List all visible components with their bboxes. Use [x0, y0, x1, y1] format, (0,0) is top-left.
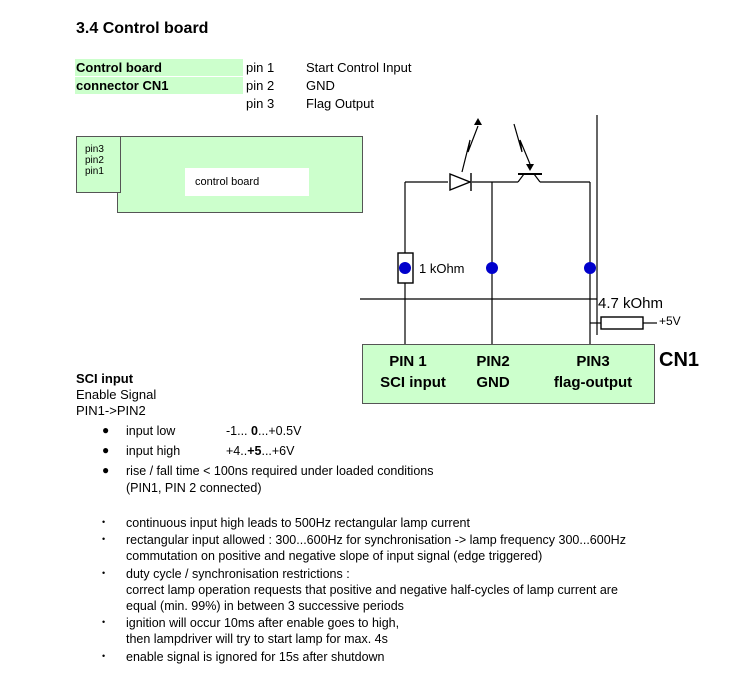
pin-label: pin3	[85, 144, 104, 155]
connector-label-line1: Control board	[75, 59, 243, 76]
note-text: rectangular input allowed : 300...600Hz …	[126, 533, 626, 547]
note-text: duty cycle / synchronisation restriction…	[126, 567, 350, 581]
resistor-4k7-label: 4.7 kOhm	[598, 295, 664, 312]
node-dot	[486, 262, 498, 274]
note-text: commutation on positive and negative slo…	[126, 549, 543, 563]
table-row: connector CN1 pin 2 GND	[75, 77, 455, 95]
bullet: •	[102, 651, 106, 661]
bullet: ●	[102, 443, 110, 457]
bullet: •	[102, 568, 106, 578]
bullet: ●	[102, 423, 110, 437]
table-row: Control board pin 1 Start Control Input	[75, 59, 455, 77]
resistor-1k-label: 1 kOhm	[419, 261, 465, 276]
pin-number: pin 2	[246, 78, 275, 93]
pin-function: Start Control Input	[306, 60, 412, 75]
rise-fall-line2: (PIN1, PIN 2 connected)	[126, 481, 262, 495]
pin-number: pin 1	[246, 60, 275, 75]
level-label: input high	[126, 444, 181, 458]
arrow-head	[474, 118, 482, 125]
note-text: then lampdriver will try to start lamp f…	[126, 632, 388, 646]
node-dot	[584, 262, 596, 274]
pin1-function: SCI input	[380, 374, 446, 391]
bullet: •	[102, 534, 106, 544]
transistor-emitter	[533, 173, 541, 183]
note-text: continuous input high leads to 500Hz rec…	[126, 516, 470, 530]
pin2-function: GND	[476, 374, 510, 391]
note-text: correct lamp operation requests that pos…	[126, 583, 618, 597]
sci-line1: Enable Signal	[76, 387, 157, 402]
pin1-name: PIN 1	[389, 353, 427, 370]
level-label: input low	[126, 424, 176, 438]
note-text: enable signal is ignored for 15s after s…	[126, 650, 385, 664]
transistor-collector	[517, 173, 525, 183]
connector-name: CN1	[659, 349, 700, 371]
pin-function: Flag Output	[306, 96, 374, 111]
note-text: equal (min. 99%) in between 3 successive…	[126, 599, 404, 613]
level-value: +4..+5...+6V	[226, 444, 295, 458]
bullet: ●	[102, 463, 110, 477]
pin-label: pin1	[85, 166, 104, 177]
pin2-name: PIN2	[476, 353, 510, 370]
bullet: •	[102, 617, 106, 627]
pin-number: pin 3	[246, 96, 275, 111]
bullet: •	[102, 517, 106, 527]
connector-cn1: PIN 1 SCI input PIN2 GND PIN3 flag-outpu…	[362, 344, 655, 404]
pin3-function: flag-output	[553, 374, 633, 391]
light-arrow	[513, 123, 531, 165]
table-row: pin 3 Flag Output	[75, 95, 455, 113]
board-label: control board	[185, 168, 309, 196]
pin3-name: PIN3	[576, 353, 610, 370]
resistor-4k7	[600, 316, 644, 330]
sci-heading: SCI input	[76, 371, 134, 386]
led-emission-arrow	[461, 125, 479, 173]
pin-header: pin3 pin2 pin1	[76, 136, 121, 193]
supply-label: +5V	[659, 314, 681, 328]
sci-line2: PIN1->PIN2	[76, 403, 146, 418]
note-text: ignition will occur 10ms after enable go…	[126, 616, 400, 630]
connector-label-line2: connector CN1	[75, 77, 243, 94]
section-title: 3.4 Control board	[76, 20, 209, 37]
diode-symbol	[449, 172, 472, 192]
pin-label: pin2	[85, 155, 104, 166]
pin-function: GND	[306, 78, 335, 93]
arrow-head	[526, 164, 534, 171]
level-value: -1... 0...+0.5V	[226, 424, 302, 438]
rise-fall-line1: rise / fall time < 100ns required under …	[126, 464, 434, 478]
node-dot	[399, 262, 411, 274]
